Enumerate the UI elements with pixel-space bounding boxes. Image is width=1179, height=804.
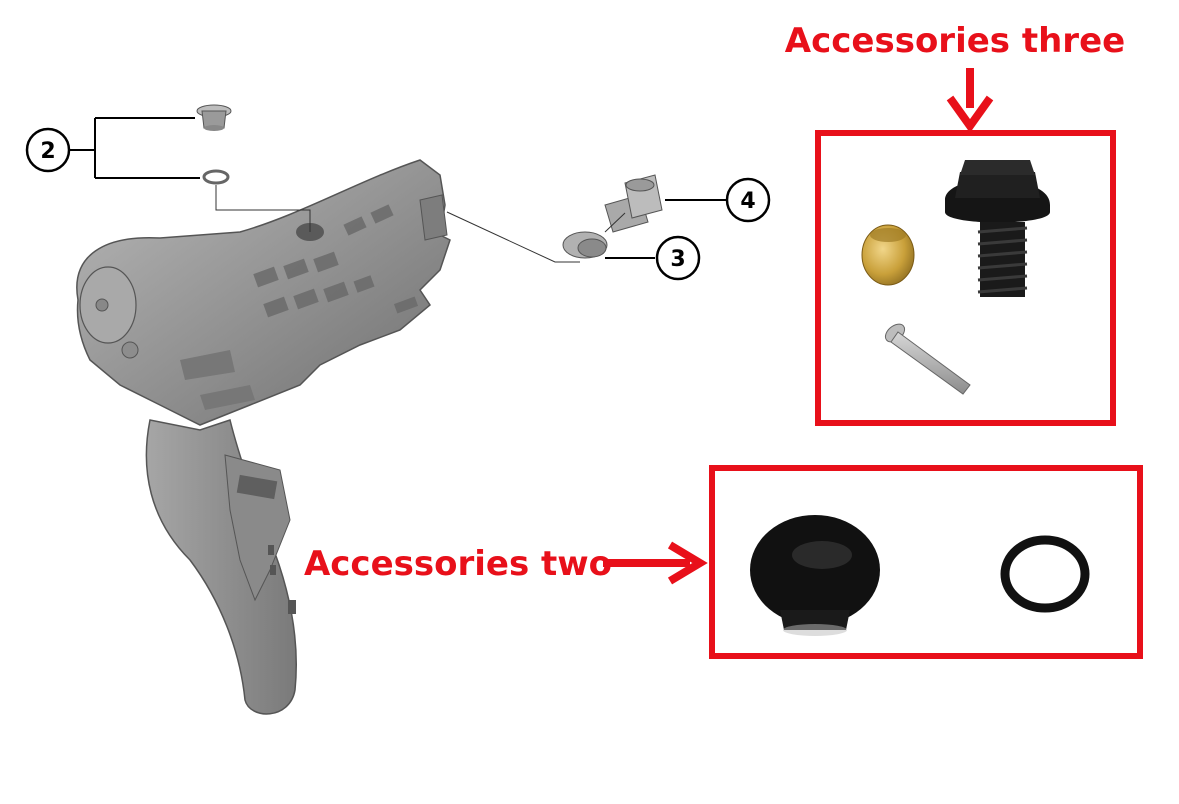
callout-label-3: 3 xyxy=(670,247,685,272)
accessories-two-group: Accessories two xyxy=(304,465,1143,659)
callout-2-parts xyxy=(70,104,311,232)
black-bolt-part xyxy=(945,160,1050,297)
callout-circle-2: 2 xyxy=(25,127,71,173)
callout-3-4-parts xyxy=(446,174,727,263)
callout-label-2: 2 xyxy=(40,139,55,164)
accessories-three-group: Accessories three xyxy=(785,21,1125,426)
callout-label-4: 4 xyxy=(740,189,755,214)
brass-olive-part xyxy=(861,224,915,286)
lever-body-illustration xyxy=(76,159,451,715)
o-ring-part xyxy=(1000,535,1090,613)
steel-pin-part xyxy=(884,323,971,395)
accessories-two-box xyxy=(709,465,1143,659)
black-cap-screw-part xyxy=(750,515,880,636)
accessories-two-label: Accessories two xyxy=(304,544,612,584)
callout-circle-4: 4 xyxy=(725,177,771,223)
callout-circle-3: 3 xyxy=(655,235,701,281)
accessories-three-label: Accessories three xyxy=(785,21,1125,61)
accessories-three-box xyxy=(815,130,1116,426)
